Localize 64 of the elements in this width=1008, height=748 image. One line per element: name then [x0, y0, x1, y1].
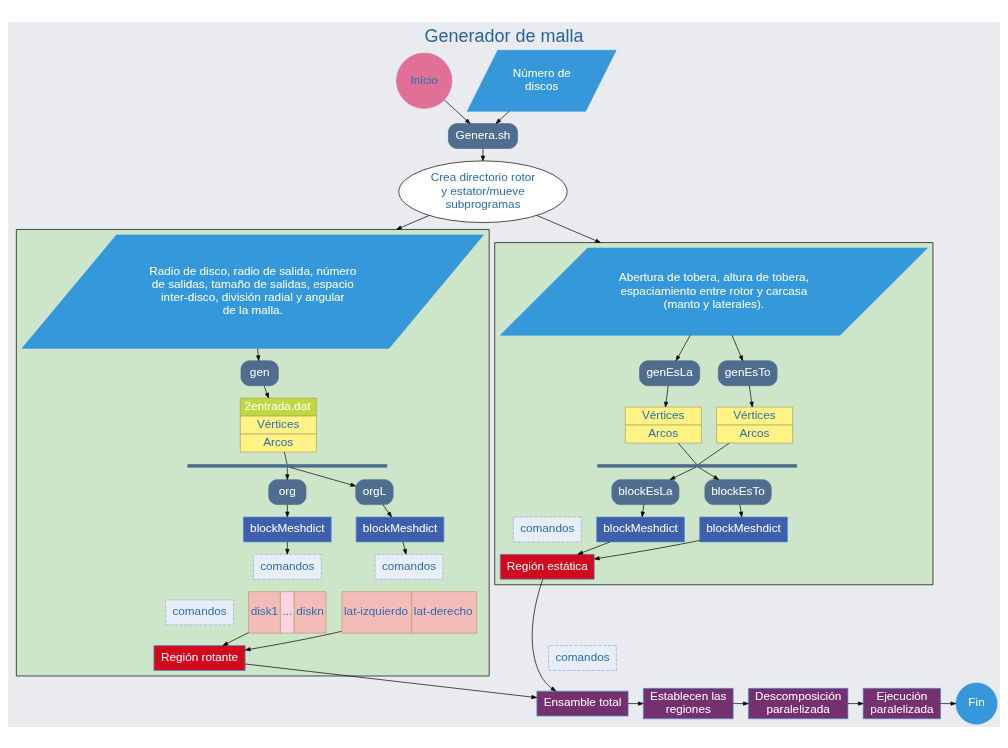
node-circle: Inicio — [396, 52, 453, 109]
node-box: Establecen las regiones — [643, 687, 734, 719]
node-box: comandos — [165, 599, 234, 625]
node-ellipse: Crea directorio rotor y estator/mueve subprogramas — [398, 160, 568, 223]
node-box: comandos — [374, 553, 444, 580]
node-box: Región estática — [499, 553, 595, 580]
node-box: comandos — [548, 644, 617, 671]
node-box: blockMeshdict — [355, 516, 445, 542]
connector — [698, 442, 730, 465]
arrow — [285, 503, 290, 517]
node-box: Genera.sh — [448, 122, 518, 149]
arrow — [738, 503, 743, 517]
arrow — [444, 99, 471, 124]
arrow — [244, 663, 537, 699]
node-box: Ejecución paralelizada — [862, 687, 941, 719]
node-box: comandos — [253, 553, 322, 580]
diagram-title: Generador de malla — [424, 25, 584, 46]
node-box: gen — [240, 359, 279, 386]
connector — [284, 451, 288, 464]
arrow — [664, 385, 669, 407]
arrow — [222, 631, 249, 646]
arrow — [577, 541, 611, 555]
arrow — [289, 466, 356, 487]
node-box: org — [268, 478, 307, 505]
arrow — [263, 385, 269, 398]
node-bar — [187, 463, 388, 468]
arrow — [731, 334, 744, 361]
arrow — [285, 541, 290, 555]
arrow — [640, 503, 645, 517]
node-box: genEsTo — [718, 359, 778, 386]
arrow — [531, 578, 557, 691]
node-box: Región rotante — [153, 644, 246, 671]
node-box: blockEsLa — [611, 478, 680, 505]
arrow — [940, 701, 957, 706]
arrow — [402, 541, 407, 555]
arrow — [495, 110, 510, 124]
arrow — [256, 347, 261, 361]
arrow — [627, 701, 644, 706]
arrow — [749, 385, 754, 407]
arrow — [669, 466, 697, 480]
arrow — [536, 214, 601, 243]
node-box: orgL — [355, 478, 394, 505]
arrow — [245, 630, 342, 651]
node-box: Ensamble total — [536, 690, 629, 716]
arrow — [594, 539, 700, 560]
arrow — [285, 466, 290, 480]
node-box: blockMeshdict — [596, 516, 685, 542]
node-box: blockEsTo — [704, 478, 772, 505]
cluster — [494, 241, 934, 585]
arrow — [733, 701, 749, 706]
node-box: genEsLa — [639, 359, 700, 386]
arrow — [847, 701, 864, 706]
node-circle: Fin — [955, 682, 998, 724]
node-box: blockMeshdict — [699, 516, 788, 542]
node-bar — [597, 463, 798, 468]
node-box: comandos — [513, 516, 582, 542]
node-box: Descomposición paralelizada — [748, 687, 849, 719]
connector — [678, 442, 697, 465]
arrow — [382, 503, 392, 517]
arrow — [675, 334, 691, 361]
cluster — [16, 228, 490, 676]
node-box: blockMeshdict — [243, 516, 332, 542]
arrow — [480, 147, 485, 161]
arrow — [698, 466, 719, 480]
